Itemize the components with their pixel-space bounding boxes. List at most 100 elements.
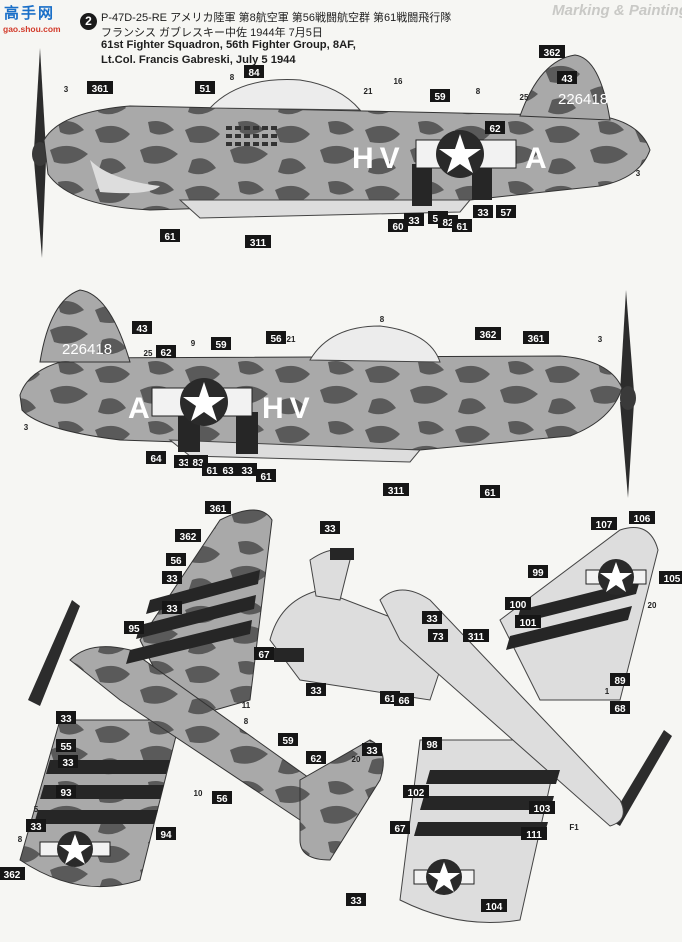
- callout-box: [156, 827, 176, 840]
- callout-number: 20: [352, 755, 361, 764]
- callout-number: 33: [166, 574, 178, 585]
- left-national-insignia: [415, 130, 517, 178]
- callout-number: 311: [388, 486, 405, 497]
- callout-number: 3: [64, 85, 69, 94]
- callout-number: 61: [206, 466, 218, 477]
- callout-number: 11: [242, 701, 251, 710]
- callout-number: 59: [282, 736, 294, 747]
- callout-box: [362, 743, 382, 756]
- callout-box: [58, 755, 78, 768]
- callout-box: [266, 331, 286, 344]
- callout-box: [528, 565, 548, 578]
- callout-box: [452, 219, 472, 232]
- callout-box: [430, 89, 450, 102]
- english-title-line-1: 61st Fighter Squadron, 56th Fighter Grou…: [101, 39, 356, 51]
- callout-box: [515, 615, 541, 628]
- callout-box: [346, 893, 366, 906]
- callout-number: 104: [486, 902, 503, 913]
- callout-number: 99: [532, 568, 544, 579]
- left-individual-letter: A: [525, 142, 547, 175]
- callout-box: [496, 205, 516, 218]
- callout-number: 82: [442, 218, 454, 229]
- sheet-edge-title: Marking & Painting: [552, 2, 682, 19]
- callout-box: [404, 213, 424, 226]
- callout-box: [557, 71, 577, 84]
- callout-number: 61: [456, 222, 468, 233]
- callout-box: [485, 121, 505, 134]
- callout-number: 100: [510, 600, 527, 611]
- callout-box: [26, 819, 46, 832]
- left-side-profile: HV A 226418: [32, 48, 651, 258]
- callout-box: [256, 469, 276, 482]
- callout-number: 362: [4, 870, 21, 881]
- callout-box: [278, 733, 298, 746]
- left-canopy: [208, 79, 362, 111]
- callout-number: 25: [144, 349, 153, 358]
- right-propeller: [620, 290, 636, 498]
- callout-box: [195, 81, 215, 94]
- callout-number: 83: [192, 458, 204, 469]
- callout-number: 25: [520, 93, 529, 102]
- callout-number: 1: [605, 687, 610, 696]
- callout-number: 66: [398, 696, 410, 707]
- callout-number: 64: [150, 454, 162, 465]
- callout-box: [610, 673, 630, 686]
- callout-number: 103: [534, 804, 551, 815]
- callout-number: 9: [191, 339, 196, 348]
- callouts-top-view: 3613625633339567118335533935338362941056…: [0, 501, 382, 907]
- callout-number: 67: [394, 824, 406, 835]
- callout-box: [146, 451, 166, 464]
- callout-number: 33: [408, 216, 420, 227]
- callout-box: [244, 65, 264, 78]
- callout-number: 8: [244, 717, 249, 726]
- callout-box: [306, 683, 326, 696]
- callout-number: 43: [561, 74, 573, 85]
- callout-number: 56: [216, 794, 228, 805]
- callout-number: 101: [520, 618, 537, 629]
- callout-box: [539, 45, 565, 58]
- left-kill-board: [226, 126, 277, 146]
- top-propeller: [28, 600, 80, 706]
- callout-number: 105: [664, 574, 681, 585]
- right-individual-letter: A: [128, 392, 150, 425]
- left-propeller: [32, 48, 48, 258]
- callout-box: [162, 601, 182, 614]
- callout-number: 61: [260, 472, 272, 483]
- callout-number: 33: [426, 614, 438, 625]
- callout-number: 61: [484, 488, 496, 499]
- callout-number: 60: [392, 222, 404, 233]
- callout-box: [56, 711, 76, 724]
- callout-box: [394, 693, 414, 706]
- callout-box: [629, 511, 655, 524]
- watermark-text: 高手网: [4, 5, 56, 22]
- callout-number: 10: [194, 789, 203, 798]
- callout-box: [523, 331, 549, 344]
- callout-number: 61: [384, 694, 396, 705]
- right-side-profile: A HV 226418: [19, 289, 636, 498]
- callouts-left-profile: 3361851842116598622536243361311603358826…: [64, 45, 641, 249]
- callout-box: [202, 463, 222, 476]
- callout-number: 62: [489, 124, 501, 135]
- callout-number: 94: [160, 830, 172, 841]
- callout-number: 33: [366, 746, 378, 757]
- callout-number: F1: [569, 823, 579, 832]
- callout-box: [212, 791, 232, 804]
- callout-number: 73: [432, 632, 444, 643]
- callout-box: [521, 827, 547, 840]
- callout-number: 55: [60, 742, 72, 753]
- callout-box: [0, 867, 25, 880]
- callout-number: 33: [241, 466, 253, 477]
- callout-box: [475, 327, 501, 340]
- callout-number: 20: [648, 601, 657, 610]
- callout-number: 56: [170, 556, 182, 567]
- callout-box: [422, 611, 442, 624]
- callout-number: 8: [380, 315, 385, 324]
- callout-number: 3: [636, 169, 641, 178]
- callout-number: 95: [128, 624, 140, 635]
- profile-header: 2 P-47D-25-RE アメリカ陸軍 第8航空軍 第56戦闘航空群 第61戦…: [0, 0, 682, 70]
- callout-box: [591, 517, 617, 530]
- callout-number: 111: [526, 830, 542, 841]
